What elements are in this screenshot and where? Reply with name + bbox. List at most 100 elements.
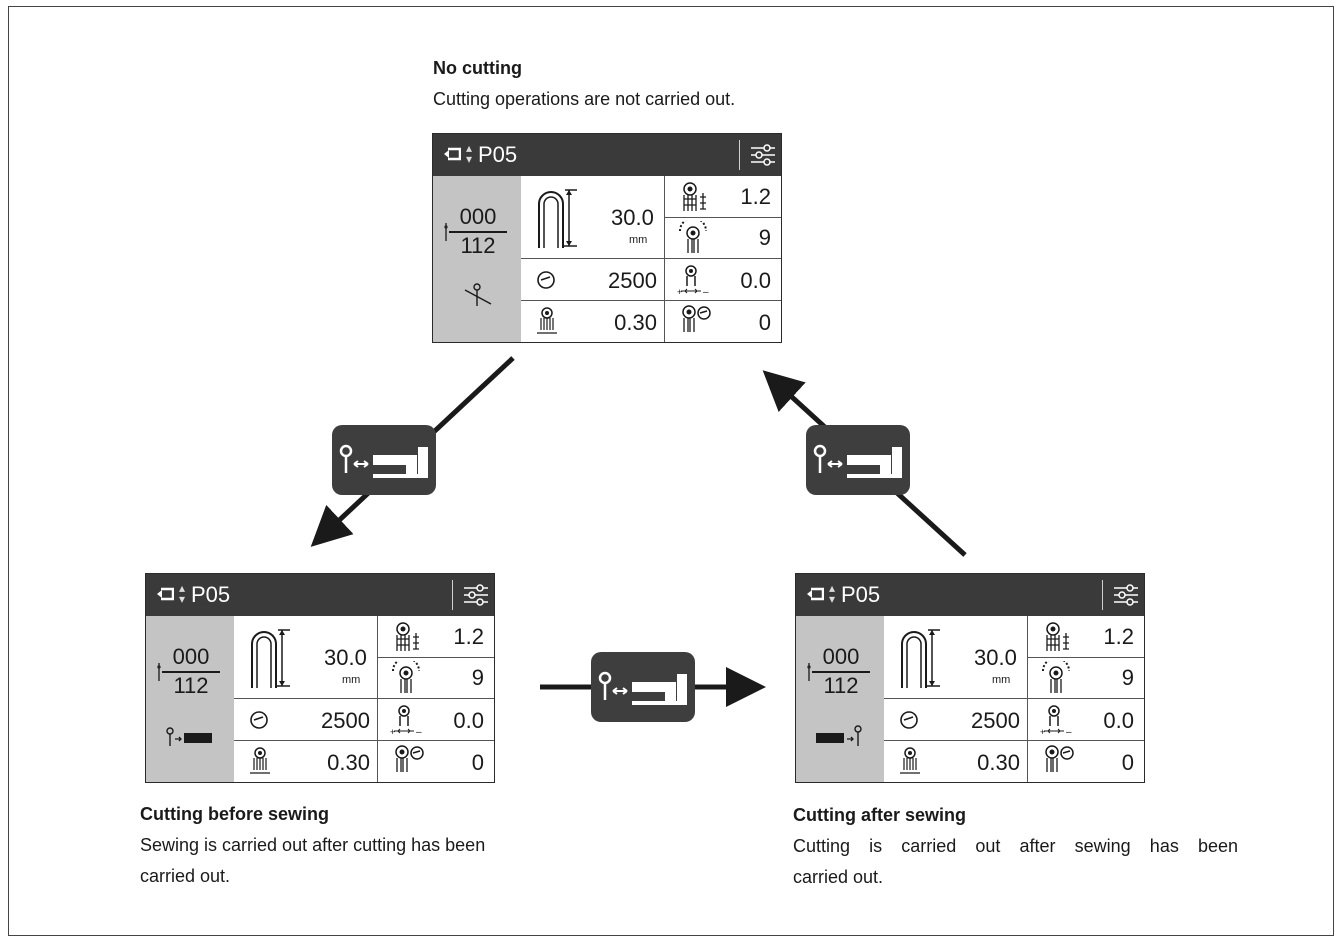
parameter-grid: 30.0 mm 1.2 9 2500 +– 0.0 0.30 0	[234, 616, 494, 782]
param-r3-value[interactable]: 0.0	[1103, 708, 1134, 733]
cut-before-sewing-icon[interactable]	[164, 720, 216, 752]
stitch-pitch-icon	[1046, 622, 1069, 651]
header-divider	[1102, 580, 1103, 610]
cut-mode-key-icon[interactable]	[591, 652, 695, 722]
program-number[interactable]: P05	[478, 142, 518, 167]
radial-eye-stitch-icon	[679, 221, 707, 253]
caption-title: Cutting before sewing	[140, 804, 329, 824]
header-divider	[739, 140, 740, 170]
param-r3-value[interactable]: 0.0	[453, 708, 484, 733]
bobbin-counter[interactable]: 000 112	[162, 644, 220, 699]
caption-title: Cutting after sewing	[793, 805, 967, 825]
settings-sliders-icon[interactable]	[1113, 583, 1139, 607]
param-r1-value[interactable]: 1.2	[453, 624, 484, 649]
needle-icon	[157, 663, 161, 681]
counter-total: 112	[173, 673, 209, 698]
param-c-value[interactable]: 0.30	[614, 310, 657, 335]
param-r3-value[interactable]: 0.0	[740, 268, 771, 293]
svg-text:–: –	[1066, 727, 1072, 736]
eye-speed-icon	[395, 745, 424, 772]
length-unit: mm	[992, 674, 1011, 686]
panel-header: ▴▾ P05	[433, 134, 781, 176]
cut-mode-key-icon[interactable]	[806, 425, 910, 495]
settings-sliders-icon[interactable]	[750, 143, 776, 167]
length-unit: mm	[629, 234, 648, 246]
program-number[interactable]: P05	[841, 582, 881, 607]
param-r4-value[interactable]: 0	[1121, 750, 1134, 775]
caption-text-line1: Cutting is carried out after sewing has …	[793, 836, 1238, 856]
settings-sliders-icon[interactable]	[463, 583, 489, 607]
length-value[interactable]: 30.0	[974, 645, 1017, 670]
eye-speed-icon	[682, 305, 711, 332]
up-down-icon: ▴▾	[466, 141, 473, 166]
speed-value[interactable]: 2500	[608, 268, 657, 293]
caption-text-line1: Sewing is carried out after cutting has …	[140, 835, 486, 855]
counter-total: 112	[460, 233, 496, 258]
cut-mode-key-icon[interactable]	[332, 425, 436, 495]
back-icon[interactable]	[806, 587, 824, 601]
panel-header: ▴▾ P05	[146, 574, 494, 616]
cut-after-sewing-icon[interactable]	[814, 720, 866, 752]
bobbin-counter[interactable]: 000 112	[449, 204, 507, 259]
counter-side: 000 112	[146, 616, 234, 782]
caption-text: Cutting operations are not carried out.	[433, 89, 736, 109]
parameter-grid: 30.0 mm 1.2 9 2500 +– 0.0 0.30 0	[521, 176, 781, 342]
panel-cutting-before-sewing: ▴▾ P05 000 112 30.0 mm 1.	[145, 573, 495, 783]
stitch-width-icon	[250, 747, 270, 774]
speed-icon	[250, 711, 268, 729]
caption-text-line2: carried out.	[140, 866, 231, 886]
width-offset-icon: +–	[1040, 705, 1072, 736]
counter-side: 000 112	[433, 176, 521, 342]
speed-value[interactable]: 2500	[971, 708, 1020, 733]
speed-icon	[900, 711, 918, 729]
param-r2-value[interactable]: 9	[471, 665, 484, 690]
program-number[interactable]: P05	[191, 582, 231, 607]
speed-value[interactable]: 2500	[321, 708, 370, 733]
bobbin-counter[interactable]: 000 112	[812, 644, 870, 699]
radial-eye-stitch-icon	[392, 661, 420, 693]
length-value[interactable]: 30.0	[611, 205, 654, 230]
svg-text:+: +	[1040, 727, 1045, 736]
needle-icon	[807, 663, 811, 681]
counter-total: 112	[823, 673, 859, 698]
caption-cutting-before-sewing: Cutting before sewing Sewing is carried …	[140, 799, 600, 892]
panel-cutting-after-sewing: ▴▾ P05 000 112 30.0 mm 1.	[795, 573, 1145, 783]
buttonhole-length-icon	[901, 629, 940, 688]
length-value[interactable]: 30.0	[324, 645, 367, 670]
length-unit: mm	[342, 674, 361, 686]
buttonhole-length-icon	[251, 629, 290, 688]
radial-eye-stitch-icon	[1042, 661, 1070, 693]
param-r4-value[interactable]: 0	[471, 750, 484, 775]
svg-text:–: –	[416, 727, 422, 736]
param-c-value[interactable]: 0.30	[327, 750, 370, 775]
caption-no-cutting: No cutting Cutting operations are not ca…	[433, 53, 853, 115]
param-r4-value[interactable]: 0	[758, 310, 771, 335]
buttonhole-length-icon	[538, 189, 577, 248]
counter-current: 000	[162, 644, 220, 673]
caption-title: No cutting	[433, 58, 522, 78]
up-down-icon: ▴▾	[179, 581, 186, 606]
param-c-value[interactable]: 0.30	[977, 750, 1020, 775]
stitch-pitch-icon	[683, 182, 706, 211]
needle-icon	[444, 223, 448, 241]
param-r1-value[interactable]: 1.2	[1103, 624, 1134, 649]
svg-text:–: –	[703, 287, 709, 296]
width-offset-icon: +–	[677, 265, 709, 296]
stitch-pitch-icon	[396, 622, 419, 651]
param-r2-value[interactable]: 9	[758, 225, 771, 250]
header-divider	[452, 580, 453, 610]
counter-current: 000	[449, 204, 507, 233]
eye-speed-icon	[1045, 745, 1074, 772]
caption-text-line2: carried out.	[793, 867, 884, 887]
svg-text:+: +	[677, 287, 682, 296]
caption-cutting-after-sewing: Cutting after sewing Cutting is carried …	[793, 800, 1238, 893]
param-r1-value[interactable]: 1.2	[740, 184, 771, 209]
counter-side: 000 112	[796, 616, 884, 782]
back-icon[interactable]	[156, 587, 174, 601]
param-r2-value[interactable]: 9	[1121, 665, 1134, 690]
panel-header: ▴▾ P05	[796, 574, 1144, 616]
stitch-width-icon	[900, 747, 920, 774]
back-icon[interactable]	[443, 147, 461, 161]
no-cut-icon[interactable]	[451, 280, 503, 312]
speed-icon	[537, 271, 555, 289]
